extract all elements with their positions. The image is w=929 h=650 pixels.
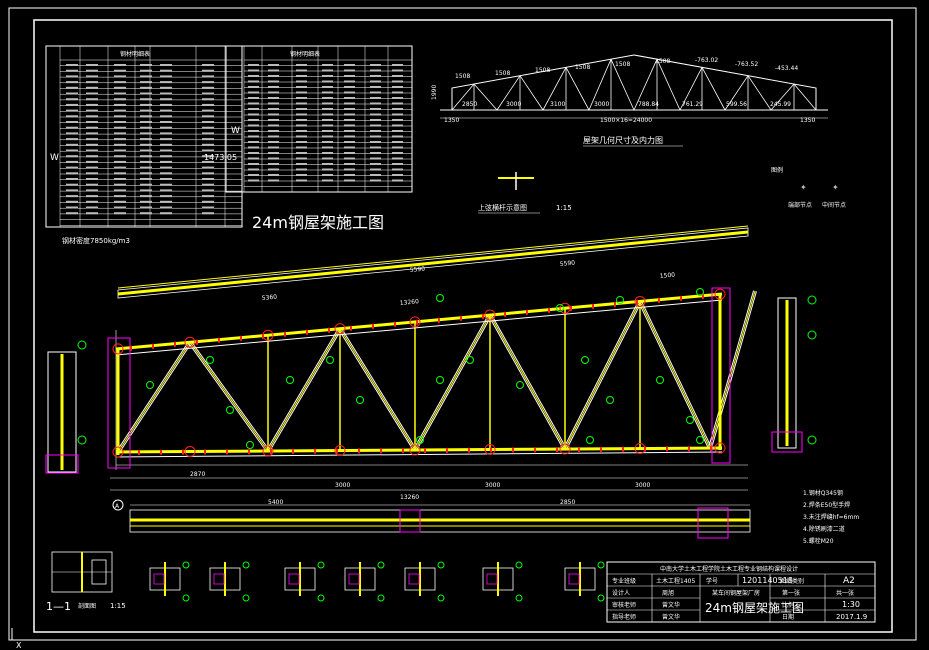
tb-date-value: 2017.1.9 (836, 613, 867, 621)
geo-bottom-value: 599.56 (726, 101, 747, 108)
geo-top-value: 1508 (455, 73, 470, 80)
density-note: 钢材密度7850kg/m3 (62, 236, 130, 245)
axis-label: A (115, 503, 120, 510)
geo-top-value: 1508 (655, 58, 670, 65)
legend-mid-node: 中间节点 (822, 201, 846, 209)
ucs-icon: X (11, 628, 30, 650)
tb-size-value: A2 (843, 576, 855, 586)
top-chord-detail-scale: 1:15 (556, 204, 572, 212)
dim-3000a: 3000 (335, 482, 350, 489)
geo-dim-left: 1350 (444, 117, 459, 124)
node-details-row (149, 561, 605, 602)
dim-5360: 5360 (262, 294, 278, 302)
right-side-view (771, 295, 817, 453)
node-legend: 图例 ✦ ✦ 端部节点 中间节点 (771, 166, 846, 209)
geo-top-value: 1508 (615, 61, 630, 68)
tb-drawing-name: 24m钢屋架施工图 (705, 601, 804, 615)
note-1: 1.钢材Q345钢 (803, 489, 843, 497)
dim-5400: 5400 (268, 499, 283, 506)
tb-class-label: 专业班级 (612, 577, 636, 585)
geo-top-value: -453.44 (775, 65, 798, 72)
dim-5590b: 5590 (560, 260, 576, 268)
svg-text:图例: 图例 (771, 166, 783, 174)
tb-id-label: 学号 (706, 577, 718, 585)
bottom-chord-plan-view: 5400 2850 A (112, 499, 751, 539)
tb-review-label: 审核老师 (612, 601, 636, 609)
dim-2850: 2850 (560, 499, 575, 506)
section-scale: 1:15 (110, 602, 126, 610)
tb-guide-label: 指导老师 (612, 613, 636, 621)
top-chord-detail-title: 上弦横杆示意图 (478, 203, 527, 212)
geo-height: 1990 (431, 85, 438, 100)
dim-3000b: 3000 (485, 482, 500, 489)
table-left-header: 钢材明细表 (120, 50, 150, 58)
tb-school: 中南大学土木工程学院土木工程专业钢结构课程设计 (660, 565, 798, 573)
svg-text:X: X (16, 641, 22, 650)
tb-designer-label: 设计人 (612, 589, 630, 597)
geo-bottom-value: 3000 (506, 101, 521, 108)
main-drawing-title: 24m钢屋架施工图 (252, 213, 384, 232)
geo-dim-total: 1500×16=24000 (600, 117, 652, 124)
dim-bottom-total: 13260 (400, 494, 419, 501)
geo-bottom-value: 788.84 (638, 101, 659, 108)
geo-bottom-value: 761.29 (682, 101, 703, 108)
geometry-title: 屋架几何尺寸及内力图 (583, 135, 663, 145)
sheet-outer-frame (8, 7, 917, 641)
note-3: 3.未注焊缝hf=6mm (803, 513, 859, 521)
note-5: 5.螺栓M20 (803, 537, 834, 545)
legend-end-node: 端部节点 (788, 201, 812, 209)
geo-bottom-value: 3000 (594, 101, 609, 108)
note-4: 4.除锈刷漆二道 (803, 525, 845, 533)
dim-1500: 1500 (660, 272, 676, 280)
table-right-header: 钢材明细表 (290, 50, 320, 58)
table-right-side-label: W (231, 126, 240, 136)
geometry-diagram: 1350 1500×16=24000 1350 1990 1508 1508 150… (431, 54, 828, 147)
tb-scale-label: 比例 (782, 601, 794, 609)
section-1-1: 1—1 剖面图 1:15 (46, 551, 126, 613)
dim-2870: 2870 (190, 471, 205, 478)
geo-bottom-value: 2850 (462, 101, 477, 108)
tb-scale-value: 1:30 (842, 600, 860, 609)
geo-dim-right: 1350 (800, 117, 815, 124)
tb-project-value: 某车间钢屋架厂房 (712, 589, 760, 597)
tb-designer-value: 周旭 (662, 589, 674, 597)
geo-top-value: 1508 (575, 64, 590, 71)
title-block: 中南大学土木工程学院土木工程专业钢结构课程设计 专业班级 土木工程1405 学号… (606, 561, 876, 623)
geo-bottom-value: 245.99 (770, 101, 791, 108)
left-side-view (45, 340, 87, 474)
geo-top-value: -763.02 (695, 57, 718, 64)
note-2: 2.焊条E50型手焊 (803, 501, 850, 509)
top-chord-plan-view: 5590 5590 5360 1500 13260 (117, 225, 749, 307)
tb-date-label: 日期 (782, 613, 794, 621)
tb-sheet-value: 第一张 (782, 589, 800, 597)
tb-class-value: 土木工程1405 (656, 577, 695, 585)
design-notes: 1.钢材Q345钢 2.焊条E50型手焊 3.未注焊缝hf=6mm 4.除锈刷漆… (803, 489, 859, 545)
table-left-side-label: W (50, 153, 59, 163)
dim-3000c: 3000 (635, 482, 650, 489)
geo-bottom-value: 3100 (550, 101, 565, 108)
material-table: 钢材明细表 钢材明细表 W W 1473.05 钢材密度7850kg/m3 (45, 45, 413, 245)
tb-total-value: 共一张 (836, 589, 854, 597)
geo-top-value: 1508 (535, 67, 550, 74)
geo-top-value: -763.52 (735, 61, 758, 68)
tb-id-value: 1201140518 (742, 576, 793, 585)
legend-star-icon: ✦ (832, 183, 839, 192)
dim-5590: 5590 (410, 266, 426, 274)
sheet-inner-frame (33, 19, 893, 633)
tb-guide-value: 曾文华 (662, 613, 680, 621)
table-total-weight: 1473.05 (204, 153, 237, 162)
legend-star-icon: ✦ (800, 183, 807, 192)
tb-drawing-no-label: 图纸类别 (780, 577, 804, 585)
top-chord-detail: 上弦横杆示意图 1:15 (478, 172, 572, 214)
truss-elevation: 2870 3000 3000 3000 13260 (107, 287, 757, 501)
geo-top-value: 1508 (495, 70, 510, 77)
dim-top-total: 13260 (400, 298, 420, 307)
section-label: 1—1 (46, 600, 71, 613)
section-title: 剖面图 (78, 602, 96, 610)
tb-review-value: 曾文华 (662, 601, 680, 609)
